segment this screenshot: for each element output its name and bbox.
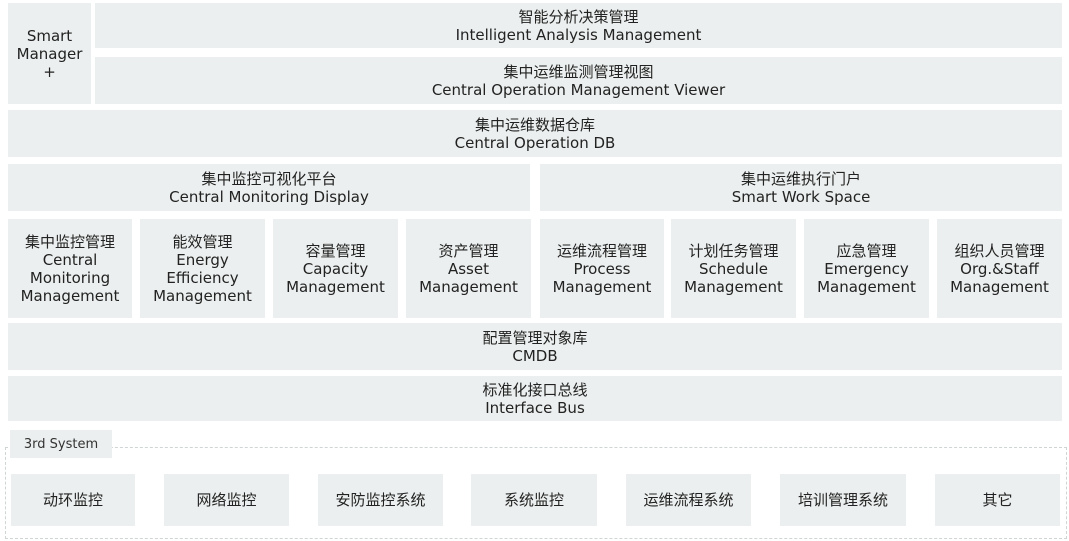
work-space-zh: 集中运维执行门户: [740, 169, 861, 188]
third-system-item: 网络监控: [164, 474, 289, 526]
module-process-en1: Process: [573, 259, 631, 278]
smart-manager-line3: +: [43, 62, 56, 81]
interface-bus-en: Interface Bus: [485, 398, 585, 417]
module-central-monitoring-en2: Monitoring: [29, 268, 111, 287]
operation-db-en: Central Operation DB: [454, 133, 616, 152]
operation-viewer-block: 集中运维监测管理视图 Central Operation Management …: [95, 57, 1062, 104]
smart-manager-block: Smart Manager +: [8, 3, 91, 104]
interface-bus-zh: 标准化接口总线: [482, 380, 588, 399]
third-system-item: 其它: [935, 474, 1060, 526]
module-capacity-en1: Capacity: [302, 259, 369, 278]
module-schedule-zh: 计划任务管理: [688, 241, 779, 260]
module-central-monitoring-zh: 集中监控管理: [24, 232, 115, 251]
module-schedule: 计划任务管理 Schedule Management: [671, 219, 796, 318]
module-central-monitoring-en3: Management: [20, 286, 120, 305]
module-org-staff-en1: Org.&Staff: [960, 259, 1039, 278]
operation-viewer-en: Central Operation Management Viewer: [431, 80, 726, 99]
third-system-item: 安防监控系统: [318, 474, 443, 526]
module-central-monitoring-en1: Central: [42, 250, 98, 269]
operation-viewer-zh: 集中运维监测管理视图: [503, 62, 654, 81]
module-energy-efficiency-en2: Efficiency: [166, 268, 239, 287]
module-central-monitoring: 集中监控管理 Central Monitoring Management: [8, 219, 132, 318]
module-emergency-zh: 应急管理: [836, 241, 897, 260]
intelligent-analysis-block: 智能分析决策管理 Intelligent Analysis Management: [95, 3, 1062, 48]
module-energy-efficiency-zh: 能效管理: [172, 232, 233, 251]
module-capacity-en2: Management: [286, 277, 385, 296]
third-system-frame: [5, 447, 1067, 539]
module-process-zh: 运维流程管理: [556, 241, 647, 260]
work-space-block: 集中运维执行门户 Smart Work Space: [540, 164, 1062, 211]
module-asset-en1: Asset: [447, 259, 489, 278]
intelligent-analysis-zh: 智能分析决策管理: [518, 7, 639, 26]
third-system-item: 运维流程系统: [626, 474, 751, 526]
module-capacity-zh: 容量管理: [305, 241, 366, 260]
module-schedule-en1: Schedule: [699, 259, 768, 278]
module-emergency: 应急管理 Emergency Management: [804, 219, 929, 318]
module-emergency-en2: Management: [817, 277, 916, 296]
operation-db-block: 集中运维数据仓库 Central Operation DB: [8, 110, 1062, 157]
smart-manager-line2: Manager: [16, 44, 83, 63]
monitoring-display-en: Central Monitoring Display: [169, 187, 369, 206]
operation-db-zh: 集中运维数据仓库: [474, 115, 595, 134]
smart-manager-line1: Smart: [26, 26, 73, 45]
module-energy-efficiency-en1: Energy: [176, 250, 229, 269]
module-asset-en2: Management: [419, 277, 518, 296]
work-space-en: Smart Work Space: [731, 187, 871, 206]
cmdb-zh: 配置管理对象库: [482, 328, 588, 347]
monitoring-display-block: 集中监控可视化平台 Central Monitoring Display: [8, 164, 530, 211]
module-capacity: 容量管理 Capacity Management: [273, 219, 398, 318]
interface-bus-block: 标准化接口总线 Interface Bus: [8, 376, 1062, 421]
module-energy-efficiency-en3: Management: [153, 286, 252, 305]
module-energy-efficiency: 能效管理 Energy Efficiency Management: [140, 219, 265, 318]
monitoring-display-zh: 集中监控可视化平台: [201, 169, 337, 188]
third-system-item: 培训管理系统: [780, 474, 906, 526]
third-system-label: 3rd System: [10, 430, 112, 458]
intelligent-analysis-en: Intelligent Analysis Management: [455, 25, 702, 44]
module-emergency-en1: Emergency: [824, 259, 909, 278]
module-schedule-en2: Management: [684, 277, 783, 296]
module-org-staff-en2: Management: [950, 277, 1049, 296]
cmdb-block: 配置管理对象库 CMDB: [8, 323, 1062, 370]
module-org-staff-zh: 组织人员管理: [954, 241, 1045, 260]
third-system-item: 动环监控: [11, 474, 135, 526]
module-process-en2: Management: [552, 277, 652, 296]
third-system-item: 系统监控: [471, 474, 597, 526]
module-process: 运维流程管理 Process Management: [540, 219, 664, 318]
module-asset: 资产管理 Asset Management: [406, 219, 531, 318]
module-asset-zh: 资产管理: [438, 241, 499, 260]
cmdb-en: CMDB: [512, 346, 558, 365]
module-org-staff: 组织人员管理 Org.&Staff Management: [937, 219, 1062, 318]
